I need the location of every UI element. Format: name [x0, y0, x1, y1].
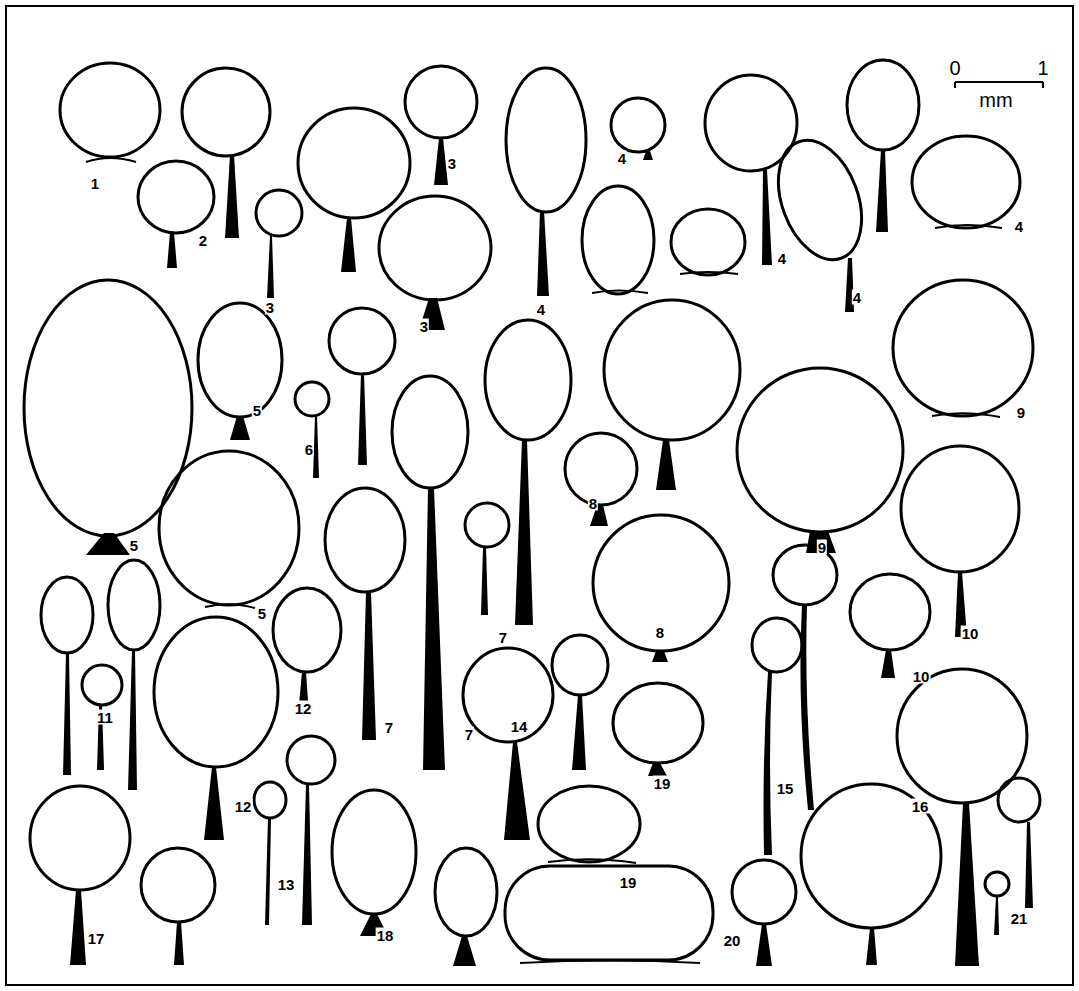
callout-number: 5 [252, 403, 262, 418]
callout-number: 7 [498, 630, 508, 645]
callout-number: 4 [852, 290, 862, 305]
callout-number: 4 [1014, 219, 1024, 234]
callout-number: 8 [588, 496, 598, 511]
callout-number: 9 [817, 540, 827, 555]
callout-number: 3 [419, 319, 429, 334]
callout-number: 12 [234, 799, 253, 814]
callout-number: 15 [776, 781, 795, 796]
callout-number: 7 [384, 720, 394, 735]
callout-number: 4 [536, 302, 546, 317]
scale-bar-label: mm [978, 90, 1013, 110]
callout-number: 2 [198, 233, 208, 248]
callout-number: 5 [129, 538, 139, 553]
callout-number: 17 [87, 931, 106, 946]
callout-number: 12 [294, 701, 313, 716]
scale-bar-label: 0 [948, 58, 961, 78]
scale-bar-label: 1 [1036, 58, 1049, 78]
callout-number: 3 [447, 156, 457, 171]
callout-number: 4 [777, 251, 787, 266]
callout-number: 5 [257, 606, 267, 621]
callout-number: 19 [619, 875, 638, 890]
callout-number: 3 [265, 300, 275, 315]
callout-number: 1 [90, 176, 100, 191]
callout-number: 21 [1010, 911, 1029, 926]
callout-number: 4 [617, 151, 627, 166]
callout-number: 11 [96, 710, 114, 725]
callout-number: 20 [723, 933, 742, 948]
callout-number: 19 [653, 776, 672, 791]
callout-number: 14 [510, 719, 529, 734]
callout-number: 7 [464, 727, 474, 742]
callout-number: 9 [1016, 405, 1026, 420]
callout-number: 13 [277, 877, 296, 892]
callout-number: 6 [304, 442, 314, 457]
callout-number: 16 [911, 799, 930, 814]
callout-number: 8 [655, 625, 665, 640]
callout-number: 18 [376, 928, 395, 943]
callout-number: 10 [961, 626, 980, 641]
callout-number: 10 [912, 669, 931, 684]
